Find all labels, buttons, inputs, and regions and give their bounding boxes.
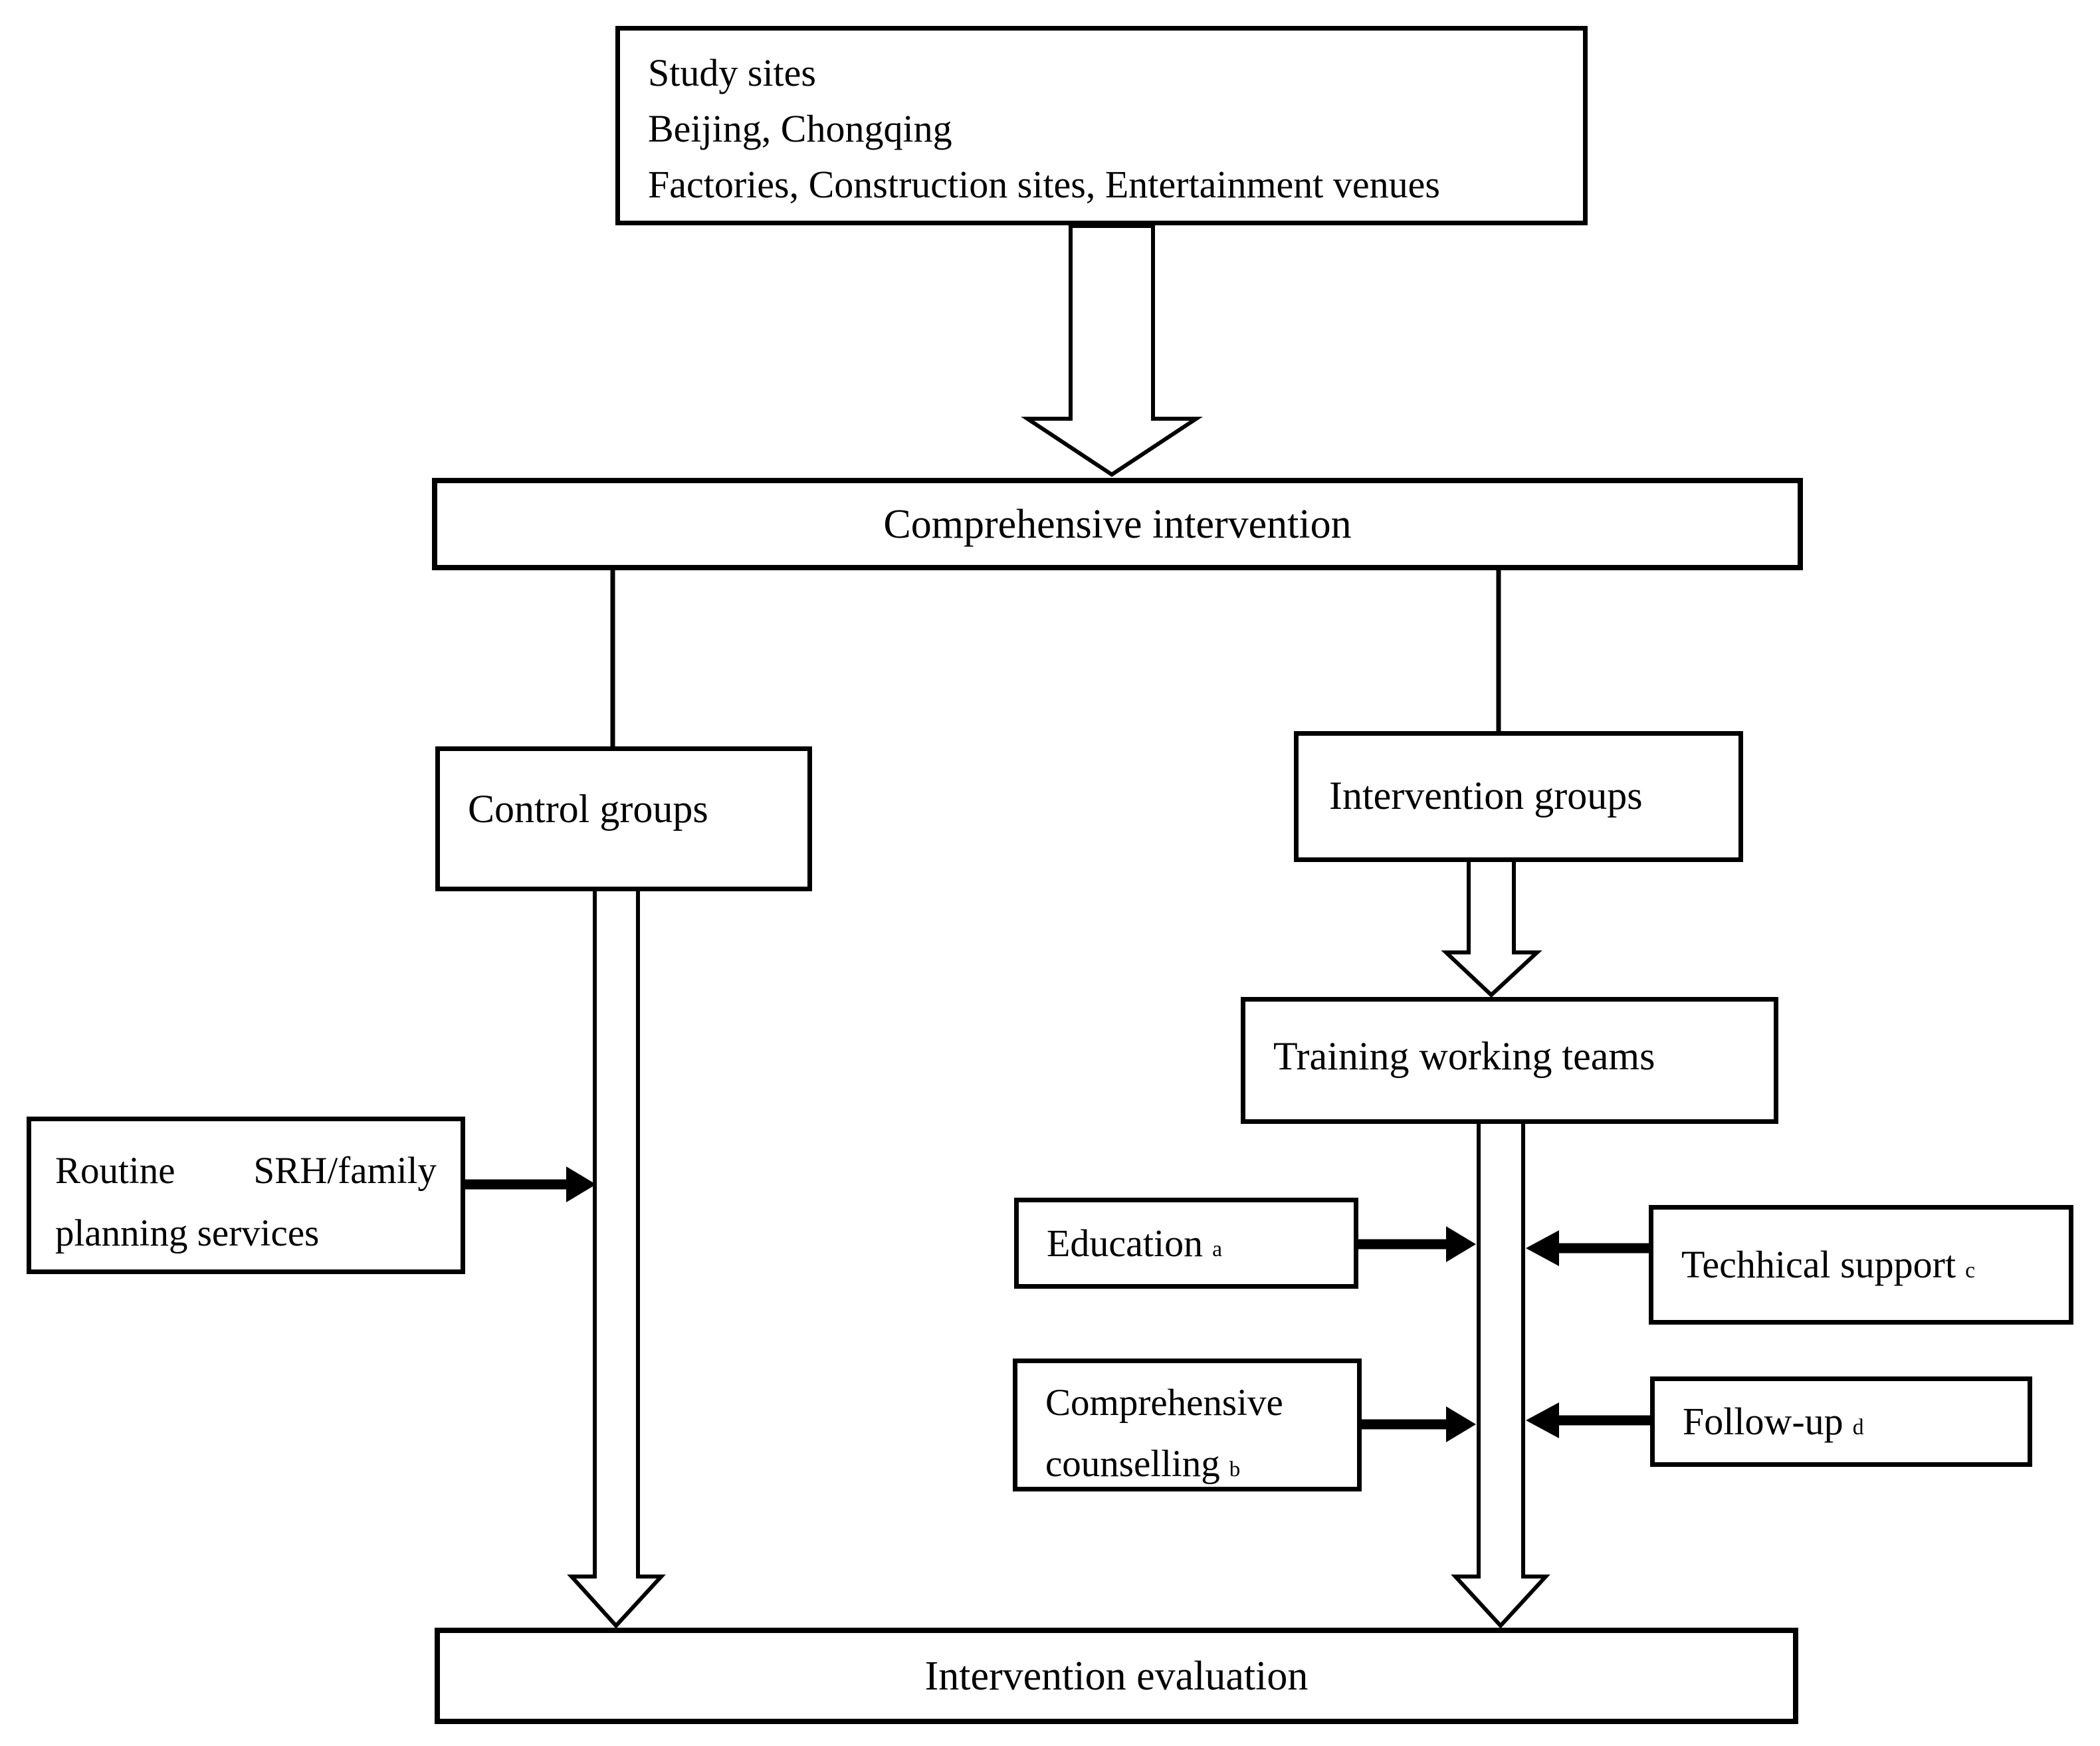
technical-support-box: Techhical support c bbox=[1649, 1205, 2073, 1325]
block-arrow-down-study-to-intervention-icon bbox=[1021, 224, 1203, 477]
control-groups-box: Control groups bbox=[435, 746, 812, 891]
training-working-teams-box: Training working teams bbox=[1241, 997, 1778, 1124]
follow-up-label: Follow-up d bbox=[1683, 1394, 1864, 1450]
block-arrow-down-groups-to-training-icon bbox=[1441, 858, 1542, 998]
comprehensive-counselling-box: Comprehensive counselling b bbox=[1013, 1359, 1362, 1491]
education-superscript: a bbox=[1212, 1236, 1223, 1261]
comprehensive-counselling-superscript: b bbox=[1229, 1458, 1241, 1481]
routine-srh-services-box: Routine SRH/family planning services bbox=[27, 1117, 465, 1274]
follow-up-superscript: d bbox=[1852, 1415, 1864, 1440]
comprehensive-counselling-text: counselling bbox=[1045, 1443, 1220, 1485]
comprehensive-intervention-label: Comprehensive intervention bbox=[883, 501, 1352, 547]
solid-arrow-followup-to-shaft-icon bbox=[1526, 1402, 1650, 1438]
block-arrow-down-control-to-evaluation-icon bbox=[567, 887, 666, 1629]
routine-srh-line-2: planning services bbox=[55, 1212, 320, 1254]
block-arrow-down-training-to-evaluation-icon bbox=[1451, 1120, 1550, 1629]
technical-support-label: Techhical support c bbox=[1681, 1237, 1975, 1293]
study-sites-box: Study sites Beijing, Chongqing Factories… bbox=[615, 26, 1588, 225]
solid-arrow-education-to-shaft-icon bbox=[1358, 1226, 1476, 1262]
follow-up-text: Follow-up bbox=[1683, 1400, 1843, 1443]
comprehensive-counselling-line-2: counselling b bbox=[1045, 1434, 1357, 1495]
intervention-groups-label: Intervention groups bbox=[1329, 774, 1643, 818]
solid-arrow-counselling-to-shaft-icon bbox=[1362, 1406, 1476, 1442]
study-sites-line-1: Study sites bbox=[648, 51, 816, 94]
comprehensive-intervention-box: Comprehensive intervention bbox=[432, 478, 1803, 570]
intervention-evaluation-label: Intervention evaluation bbox=[924, 1653, 1309, 1699]
education-box: Education a bbox=[1014, 1198, 1358, 1289]
solid-arrow-technical-to-shaft-icon bbox=[1526, 1230, 1649, 1266]
technical-support-text: Techhical support bbox=[1681, 1243, 1956, 1286]
education-label: Education a bbox=[1047, 1216, 1222, 1271]
technical-support-superscript: c bbox=[1965, 1258, 1976, 1283]
intervention-groups-box: Intervention groups bbox=[1294, 731, 1743, 862]
routine-srh-line-1: Routine SRH/family bbox=[55, 1150, 437, 1192]
education-text: Education bbox=[1047, 1221, 1204, 1265]
intervention-evaluation-box: Intervention evaluation bbox=[435, 1628, 1798, 1724]
comprehensive-counselling-line-1: Comprehensive bbox=[1045, 1382, 1283, 1424]
training-working-teams-label: Training working teams bbox=[1273, 1034, 1655, 1078]
control-groups-label: Control groups bbox=[468, 787, 708, 831]
study-sites-line-3: Factories, Construction sites, Entertain… bbox=[648, 163, 1440, 206]
follow-up-box: Follow-up d bbox=[1650, 1376, 2032, 1467]
study-sites-line-2: Beijing, Chongqing bbox=[648, 107, 952, 150]
solid-arrow-routine-to-control-icon bbox=[465, 1166, 596, 1202]
